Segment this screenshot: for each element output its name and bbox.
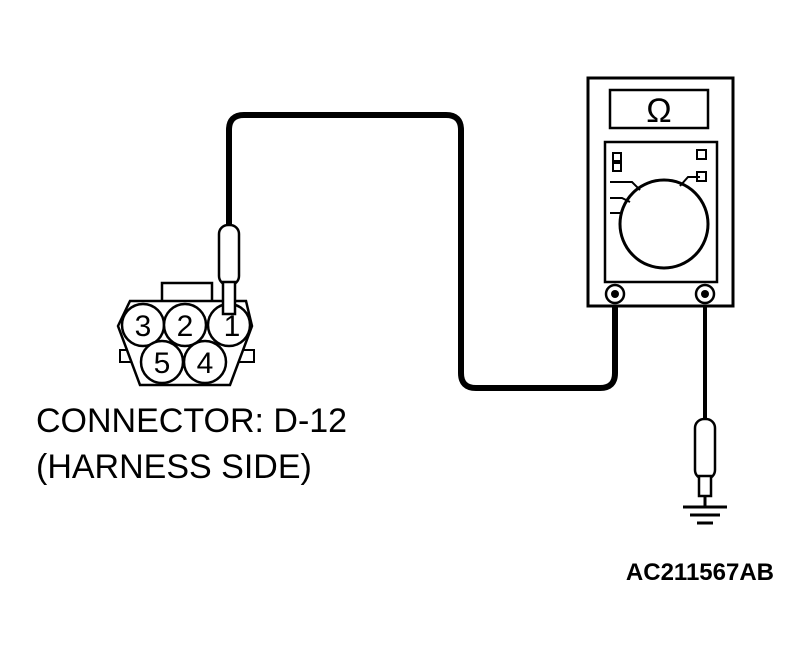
meter-selector-dial xyxy=(618,178,710,270)
meter-display xyxy=(608,88,710,130)
pin-1-label: 1 xyxy=(224,310,241,343)
ohmmeter-icon: Ω xyxy=(586,76,735,308)
pin-5-label: 5 xyxy=(154,347,171,380)
pin-2-cavity xyxy=(162,302,208,348)
connector-d12: 3 2 1 5 4 xyxy=(116,281,255,387)
pin-4-label: 4 xyxy=(197,347,214,380)
meter-terminal-com xyxy=(604,283,626,305)
pin-3-label: 3 xyxy=(135,310,152,343)
meter-range-marks xyxy=(610,149,707,214)
connector-side-label: (HARNESS SIDE) xyxy=(36,448,312,486)
test-lead-wire xyxy=(226,112,618,391)
meter-terminal-ohm xyxy=(694,283,716,305)
connector-label: CONNECTOR: D-12 xyxy=(36,402,347,440)
ground-icon xyxy=(683,496,727,525)
figure-code: AC211567AB xyxy=(626,559,774,586)
meter-display-symbol: Ω xyxy=(646,92,671,130)
pin-4-cavity xyxy=(182,339,228,385)
ground-probe-icon xyxy=(693,417,717,498)
pin-2-label: 2 xyxy=(177,310,194,343)
probe-icon xyxy=(217,223,241,316)
